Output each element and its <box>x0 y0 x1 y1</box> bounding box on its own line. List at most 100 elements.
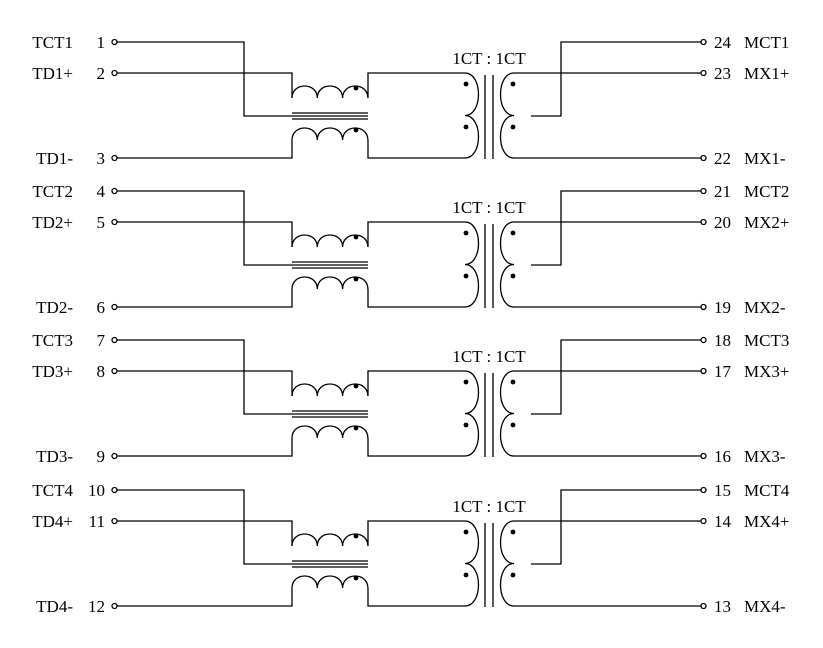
pin-label-left: TCT3 <box>32 331 73 350</box>
pin-terminal-left <box>111 336 118 344</box>
transformer-primary-winding <box>464 72 479 159</box>
pin-label-right: MX2+ <box>744 213 789 232</box>
choke-winding-bottom <box>291 575 465 607</box>
pin-terminal-left <box>111 452 118 460</box>
polarity-dot <box>463 273 469 279</box>
wire-data-minus <box>117 289 293 308</box>
polarity-dot <box>510 273 516 279</box>
wire-center-tap <box>117 41 368 117</box>
transformer-secondary-winding <box>500 72 515 159</box>
pin-terminal-left <box>111 69 118 77</box>
choke-core <box>292 560 368 568</box>
pin-terminal-right <box>700 187 707 195</box>
choke-winding-top <box>291 221 465 248</box>
pin-number: 15 <box>714 481 731 500</box>
pin-number: 22 <box>714 149 731 168</box>
polarity-dot <box>510 572 516 578</box>
choke-core <box>292 410 368 418</box>
choke-winding-top <box>291 520 465 547</box>
transformer-primary-winding <box>464 370 479 457</box>
choke-winding-bottom <box>291 425 465 457</box>
wire-data-minus <box>117 140 293 159</box>
pin-number: 2 <box>97 64 106 83</box>
pin-terminal-left <box>111 218 118 226</box>
transformer-core <box>484 224 494 308</box>
pin-number: 23 <box>714 64 731 83</box>
transformer-secondary-winding <box>500 520 515 607</box>
wire-data-minus <box>117 588 293 607</box>
pin-label-right: MX4+ <box>744 512 789 531</box>
wire-data-plus <box>117 221 293 247</box>
pin-terminal-right <box>700 336 707 344</box>
pin-number: 17 <box>714 362 732 381</box>
pin-number: 1 <box>97 33 106 52</box>
polarity-dot <box>353 533 359 539</box>
polarity-dot <box>510 230 516 236</box>
wire-media-center-tap <box>531 489 701 565</box>
pin-number: 21 <box>714 182 731 201</box>
pin-label-left: TD2+ <box>32 213 73 232</box>
pin-label-left: TD2- <box>36 298 73 317</box>
pin-label-right: MCT2 <box>744 182 789 201</box>
pin-number: 19 <box>714 298 731 317</box>
pin-label-right: MX1+ <box>744 64 789 83</box>
polarity-dot <box>353 85 359 91</box>
pin-number: 10 <box>88 481 105 500</box>
pin-number: 13 <box>714 597 731 616</box>
pin-number: 3 <box>97 149 106 168</box>
polarity-dot <box>463 81 469 87</box>
pin-label-left: TCT4 <box>32 481 73 500</box>
pin-label-right: MCT1 <box>744 33 789 52</box>
pin-terminal-right <box>700 452 707 460</box>
wire-data-plus <box>117 520 293 546</box>
transformer-primary-winding <box>464 221 479 308</box>
turns-ratio-label: 1CT : 1CT <box>452 347 526 366</box>
turns-ratio-label: 1CT : 1CT <box>452 497 526 516</box>
pin-label-right: MX1- <box>744 149 786 168</box>
pin-terminal-right <box>700 303 707 311</box>
choke-winding-bottom <box>291 127 465 159</box>
wire-data-minus <box>117 438 293 457</box>
polarity-dot <box>463 422 469 428</box>
pin-number: 7 <box>97 331 106 350</box>
pin-terminal-left <box>111 38 118 46</box>
wire-center-tap <box>117 489 368 565</box>
pin-label-left: TCT1 <box>32 33 73 52</box>
choke-winding-bottom <box>291 276 465 308</box>
choke-winding-top <box>291 72 465 99</box>
pin-terminal-right <box>700 367 707 375</box>
wire-center-tap <box>117 339 368 415</box>
polarity-dot <box>510 81 516 87</box>
pin-label-left: TD3+ <box>32 362 73 381</box>
turns-ratio-label: 1CT : 1CT <box>452 198 526 217</box>
wire-media-center-tap <box>531 190 701 266</box>
pin-label-right: MCT3 <box>744 331 789 350</box>
transformer-core <box>484 373 494 457</box>
pin-number: 14 <box>714 512 732 531</box>
polarity-dot <box>463 379 469 385</box>
pin-terminal-right <box>700 517 707 525</box>
choke-winding-top <box>291 370 465 397</box>
polarity-dot <box>463 529 469 535</box>
pin-label-right: MX3- <box>744 447 786 466</box>
transformer-primary-winding <box>464 520 479 607</box>
turns-ratio-label: 1CT : 1CT <box>452 49 526 68</box>
pin-number: 8 <box>97 362 106 381</box>
polarity-dot <box>510 379 516 385</box>
transformer-core <box>484 523 494 607</box>
pin-label-right: MX2- <box>744 298 786 317</box>
pin-number: 12 <box>88 597 105 616</box>
pin-label-right: MX4- <box>744 597 786 616</box>
pin-label-right: MX3+ <box>744 362 789 381</box>
pin-number: 20 <box>714 213 731 232</box>
channel-4: TCT4TD4+TD4-101112151413MCT4MX4+MX4-1CT … <box>32 481 790 616</box>
pin-number: 9 <box>97 447 106 466</box>
polarity-dot <box>463 230 469 236</box>
pin-terminal-right <box>700 218 707 226</box>
polarity-dot <box>510 529 516 535</box>
polarity-dot <box>353 127 359 133</box>
pin-terminal-right <box>700 486 707 494</box>
